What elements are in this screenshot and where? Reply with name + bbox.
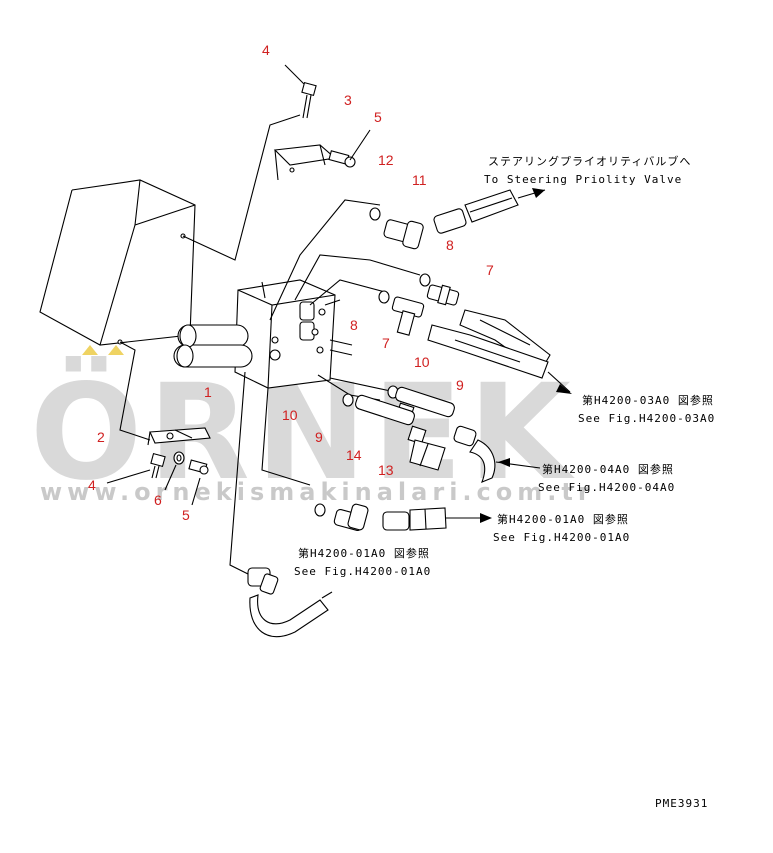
part-number-5-top: 5	[374, 109, 382, 125]
part-number-9-left: 9	[315, 429, 323, 445]
ref-steering-jp: ステアリングプライオリティバルブへ	[488, 154, 691, 168]
leader-cover-lower	[119, 341, 151, 441]
ref-h4200-03-en: See Fig.H4200-03A0	[578, 412, 715, 425]
part-number-2: 2	[97, 429, 105, 445]
bolt-4-lower	[106, 452, 166, 484]
fitting-7-upper	[426, 284, 460, 306]
part-number-4-top: 4	[262, 42, 270, 58]
part-number-7-upper: 7	[486, 262, 494, 278]
drawing-code: PME3931	[655, 797, 708, 810]
fitting-7-lower	[391, 296, 425, 336]
part-number-3: 3	[344, 92, 352, 108]
ref-h4200-03-jp: 第H4200-03A0 図参照	[582, 393, 714, 407]
hose-to-h4200-01-right	[382, 507, 492, 531]
steering-hose	[433, 188, 546, 234]
cover-box	[39, 179, 196, 346]
valve-block	[173, 279, 353, 389]
leader-block-10	[329, 377, 396, 393]
top-bracket	[273, 144, 337, 181]
hose-to-h4200-01-left	[247, 567, 333, 638]
o-ring-8-mid	[378, 290, 390, 304]
watermark-url: www.ornekismakinalari.com.tr	[40, 478, 595, 506]
part-number-6: 6	[154, 492, 162, 508]
ref-h4200-01-left-en: See Fig.H4200-01A0	[294, 565, 431, 578]
part-number-8-upper: 8	[446, 237, 454, 253]
o-ring-14	[314, 503, 326, 517]
ref-h4200-04-en: See Fig.H4200-04A0	[538, 481, 675, 494]
ref-h4200-04-jp: 第H4200-04A0 図参照	[542, 462, 674, 476]
o-ring-8-upper	[419, 273, 431, 287]
ref-h4200-01-right-jp: 第H4200-01A0 図参照	[497, 512, 629, 526]
part-number-10-lower: 10	[282, 407, 298, 423]
leader-cover-bracket	[182, 114, 301, 261]
bolt-5-lower	[188, 459, 209, 506]
ref-h4200-01-left-jp: 第H4200-01A0 図参照	[298, 546, 430, 560]
hose-to-h4200-04	[409, 425, 541, 483]
watermark-accent-left	[82, 345, 98, 355]
leader-block-8upper	[294, 254, 421, 301]
leader-block-down	[229, 371, 251, 576]
pipe-9-lower	[355, 394, 427, 445]
ref-steering-en: To Steering Priolity Valve	[484, 173, 682, 186]
part-number-5-lower: 5	[182, 507, 190, 523]
part-number-14: 14	[346, 447, 362, 463]
leader-block-7	[309, 279, 386, 306]
watermark-accent-right	[108, 345, 124, 355]
elbow-fitting-11	[383, 219, 424, 250]
part-number-10-upper: 10	[414, 354, 430, 370]
part-number-1: 1	[204, 384, 212, 400]
hose-to-h4200-03	[427, 309, 572, 394]
bolt-5-top	[328, 129, 371, 168]
part-number-11: 11	[412, 172, 427, 188]
ref-h4200-01-right-en: See Fig.H4200-01A0	[493, 531, 630, 544]
part-number-13: 13	[378, 462, 394, 478]
washer-6	[164, 451, 185, 491]
o-ring-10-lower	[342, 393, 354, 407]
elbow-fitting-13	[333, 503, 369, 532]
part-number-9-right: 9	[456, 377, 464, 393]
part-number-7-lower: 7	[382, 335, 390, 351]
o-ring-12	[369, 207, 381, 221]
leader-block-12	[269, 199, 381, 321]
part-number-4-lower: 4	[88, 477, 96, 493]
bolt-4-top	[284, 64, 317, 119]
part-number-8-mid: 8	[350, 317, 358, 333]
lower-bracket	[147, 427, 211, 446]
reference-notes: ステアリングプライオリティバルブへ To Steering Priolity V…	[294, 154, 715, 810]
leader-block-14	[261, 387, 311, 486]
part-number-12: 12	[378, 152, 394, 168]
callout-numbers: 4 3 5 12 11 8 7 8 7 10 1 9 10 9 2 14 13 …	[88, 42, 494, 523]
